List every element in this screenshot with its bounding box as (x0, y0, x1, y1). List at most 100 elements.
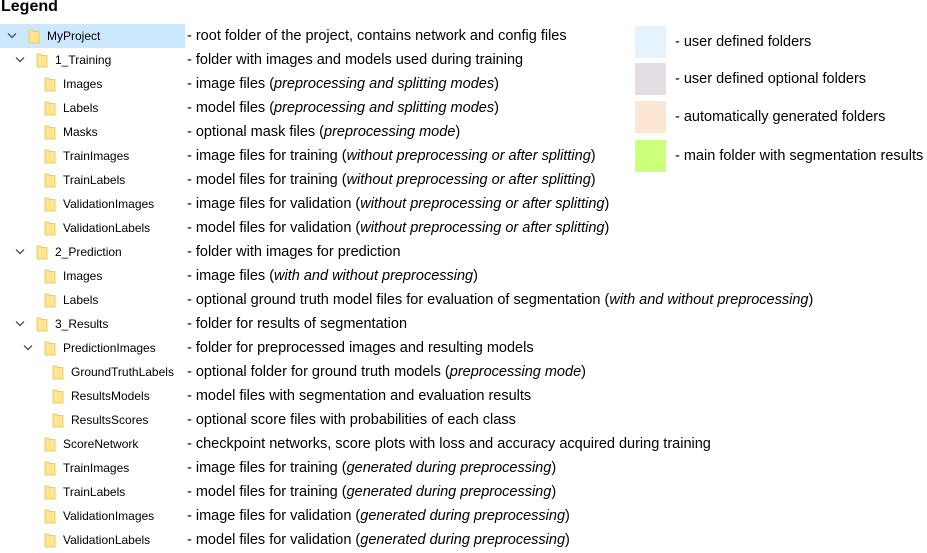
tree-item[interactable]: Labels (0, 288, 185, 312)
tree-item[interactable]: MyProject (0, 24, 185, 48)
chevron-down-icon[interactable] (14, 312, 26, 336)
folder-description: - folder for results of segmentation (187, 312, 927, 336)
folder-description: - optional mask files (preprocessing mod… (187, 120, 927, 144)
description-text: - model files for training ( (187, 172, 347, 188)
description-text: ) (604, 196, 610, 212)
tree-item[interactable]: 1_Training (0, 48, 185, 72)
folder-icon (44, 196, 56, 212)
tree-item-label: ValidationImages (63, 509, 155, 523)
folder-description: - folder with images and models used dur… (187, 48, 927, 72)
description-text: - image files ( (187, 268, 275, 284)
tree-item[interactable]: 3_Results (0, 312, 185, 336)
tree-item-label: ValidationLabels (63, 221, 151, 235)
description-text: ) (808, 292, 814, 308)
tree-item[interactable]: 2_Prediction (0, 240, 185, 264)
legend-swatch (635, 140, 666, 172)
folder-icon (44, 508, 56, 524)
tree-item[interactable]: Labels (0, 96, 185, 120)
description-emphasis: without preprocessing or after splitting (360, 220, 605, 236)
folder-description: - model files (preprocessing and splitti… (187, 96, 927, 120)
tree-item[interactable]: ResultsModels (0, 384, 185, 408)
tree-item[interactable]: PredictionImages (0, 336, 185, 360)
tree-item-label: TrainImages (63, 149, 130, 163)
description-text: - optional score files with probabilitie… (187, 412, 516, 428)
folder-description: - checkpoint networks, score plots with … (187, 432, 927, 456)
folder-icon (44, 172, 56, 188)
tree-item-label: Labels (63, 293, 99, 307)
folder-description: - model files for training (without prep… (187, 168, 927, 192)
tree-item-label: MyProject (47, 29, 101, 43)
tree-item-label: Images (63, 77, 103, 91)
folder-description: - model files for training (generated du… (187, 480, 927, 504)
description-text: - folder with images and models used dur… (187, 52, 524, 68)
folder-icon (44, 532, 56, 548)
chevron-down-icon[interactable] (6, 24, 18, 48)
folder-icon (44, 148, 56, 164)
folder-description: - folder with images for prediction (187, 240, 927, 264)
folder-description: - optional ground truth model files for … (187, 288, 927, 312)
tree-item-label: Images (63, 269, 103, 283)
description-text: - checkpoint networks, score plots with … (187, 436, 711, 452)
description-text: - model files for validation ( (187, 220, 361, 236)
tree-item[interactable]: ValidationImages (0, 192, 185, 216)
chevron-down-icon[interactable] (14, 48, 26, 72)
folder-icon (44, 340, 56, 356)
chevron-down-icon[interactable] (14, 240, 26, 264)
description-emphasis: generated during preprocessing (360, 532, 566, 548)
tree-item-label: Labels (63, 101, 99, 115)
tree-item[interactable]: ResultsScores (0, 408, 185, 432)
tree-item[interactable]: TrainImages (0, 456, 185, 480)
folder-description: - optional folder for ground truth model… (187, 360, 927, 384)
tree-item[interactable]: GroundTruthLabels (0, 360, 185, 384)
description-text: ) (590, 148, 596, 164)
description-text: - image files for validation ( (187, 196, 361, 212)
folder-description: - optional score files with probabilitie… (187, 408, 927, 432)
tree-item[interactable]: ScoreNetwork (0, 432, 185, 456)
tree-item-label: ValidationLabels (63, 533, 151, 547)
description-emphasis: without preprocessing or after splitting (346, 148, 591, 164)
folder-description: - model files for validation (without pr… (187, 216, 927, 240)
description-text: ) (551, 484, 557, 500)
tree-item-label: TrainLabels (63, 485, 126, 499)
tree-item[interactable]: TrainLabels (0, 168, 185, 192)
description-text: ) (581, 364, 586, 380)
description-text: ) (565, 508, 570, 524)
description-text: ) (473, 268, 478, 284)
description-text: - optional folder for ground truth model… (187, 364, 450, 380)
description-text: - folder with images for prediction (187, 244, 401, 260)
tree-item-label: PredictionImages (63, 341, 156, 355)
folder-description: - model files for validation (generated … (187, 528, 927, 552)
tree-item[interactable]: ValidationImages (0, 504, 185, 528)
folder-description: - image files (with and without preproce… (187, 264, 927, 288)
tree-item-label: 3_Results (55, 317, 109, 331)
folder-icon (44, 460, 56, 476)
tree-item[interactable]: ValidationLabels (0, 216, 185, 240)
folder-icon (44, 100, 56, 116)
tree-item[interactable]: ValidationLabels (0, 528, 185, 552)
description-text: ) (551, 460, 557, 476)
description-text: - image files for training ( (187, 148, 347, 164)
legend-item: - user defined folders (635, 26, 927, 60)
chevron-down-icon[interactable] (22, 336, 34, 360)
description-text: - root folder of the project, contains n… (187, 28, 567, 44)
tree-item-label: ValidationImages (63, 197, 155, 211)
description-text: - model files ( (187, 100, 275, 116)
description-text: - optional mask files ( (187, 124, 324, 140)
description-emphasis: generated during preprocessing (346, 484, 552, 500)
tree-item[interactable]: Images (0, 264, 185, 288)
legend-label: - user defined optional folders (675, 71, 867, 87)
tree-item[interactable]: Masks (0, 120, 185, 144)
folder-icon (36, 244, 48, 260)
folder-icon (36, 52, 48, 68)
tree-item-label: 1_Training (55, 53, 112, 67)
legend-label: - automatically generated folders (675, 109, 886, 125)
description-emphasis: with and without preprocessing (609, 292, 809, 308)
legend-label: - main folder with segmentation results (675, 148, 924, 164)
description-text: - model files for validation ( (187, 532, 361, 548)
tree-item[interactable]: TrainLabels (0, 480, 185, 504)
tree-item[interactable]: Images (0, 72, 185, 96)
legend-swatch (635, 26, 666, 58)
legend-item: - user defined optional folders (635, 63, 927, 97)
tree-item[interactable]: TrainImages (0, 144, 185, 168)
description-text: - image files for validation ( (187, 508, 361, 524)
